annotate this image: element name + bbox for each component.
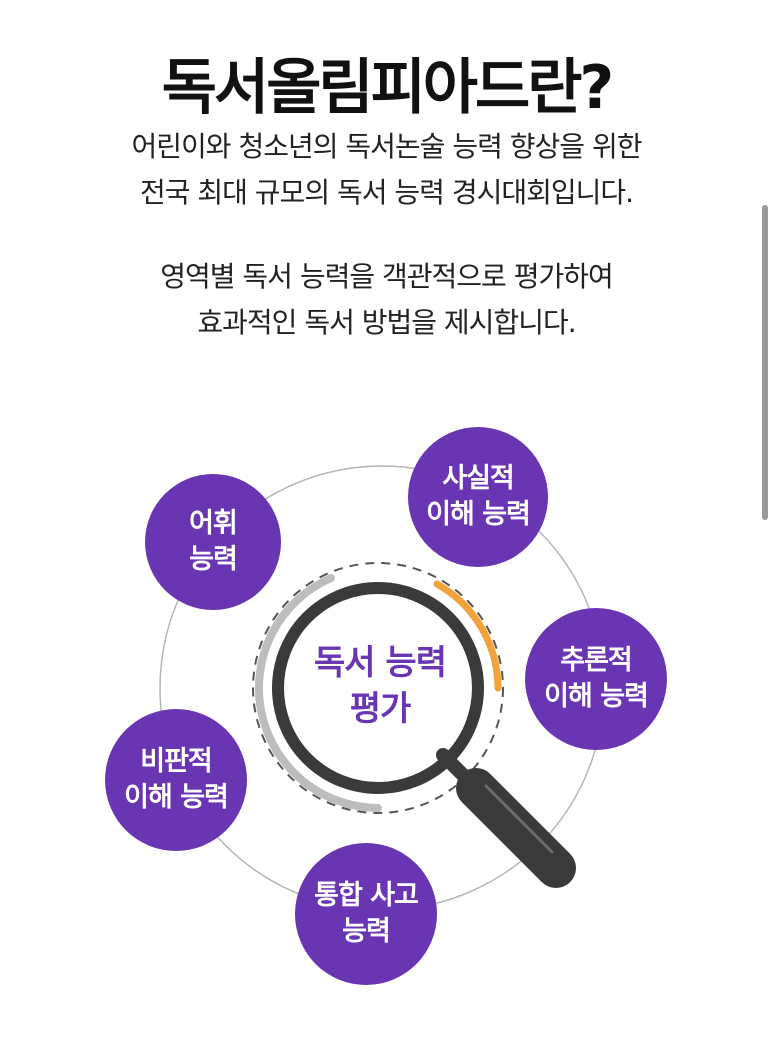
intro-paragraph-2: 영역별 독서 능력을 객관적으로 평가하여 효과적인 독서 방법을 제시합니다.: [0, 254, 773, 346]
bubble-line: 비판적: [140, 746, 213, 777]
bubble-line: 이해 능력: [124, 782, 229, 813]
bubble-line: 사실적: [442, 463, 515, 494]
intro-line: 전국 최대 규모의 독서 능력 경시대회입니다.: [139, 176, 634, 209]
center-label-line: 독서 능력: [314, 643, 447, 683]
bubble-line: 추론적: [560, 645, 633, 676]
bubble-line: 능력: [342, 916, 391, 947]
center-label-line: 평가: [349, 689, 412, 729]
bubble-inferential: 추론적 이해 능력: [525, 608, 667, 750]
bubble-factual: 사실적 이해 능력: [408, 427, 548, 567]
lens: [272, 582, 484, 794]
bubble-line: 통합 사고: [314, 880, 419, 911]
bubble-line: 이해 능력: [426, 499, 531, 530]
bubble-integrated: 통합 사고 능력: [295, 843, 437, 985]
intro-line: 영역별 독서 능력을 객관적으로 평가하여: [160, 260, 614, 293]
bubble-vocabulary: 어휘 능력: [145, 474, 281, 610]
intro-paragraph-1: 어린이와 청소년의 독서논술 능력 향상을 위한 전국 최대 규모의 독서 능력…: [0, 124, 773, 216]
scrollbar[interactable]: [762, 205, 768, 520]
center-label: 독서 능력 평가: [282, 640, 478, 732]
bubble-line: 이해 능력: [544, 681, 649, 712]
intro-line: 효과적인 독서 방법을 제시합니다.: [197, 306, 576, 339]
magnifier-neck: [436, 748, 469, 781]
page-title: 독서올림피아드란?: [161, 53, 614, 124]
intro-line: 어린이와 청소년의 독서논술 능력 향상을 위한: [131, 130, 643, 163]
orange-arc: [433, 580, 502, 692]
bubble-line: 어휘: [189, 508, 238, 539]
magnifier-icon: [252, 562, 576, 888]
grey-arc: [254, 574, 382, 812]
handle-highlight: [484, 784, 554, 854]
bubble-critical: 비판적 이해 능력: [105, 709, 247, 851]
magnifier-handle: [456, 768, 576, 888]
bubble-line: 능력: [189, 544, 238, 575]
dashed-ring: [252, 562, 504, 814]
